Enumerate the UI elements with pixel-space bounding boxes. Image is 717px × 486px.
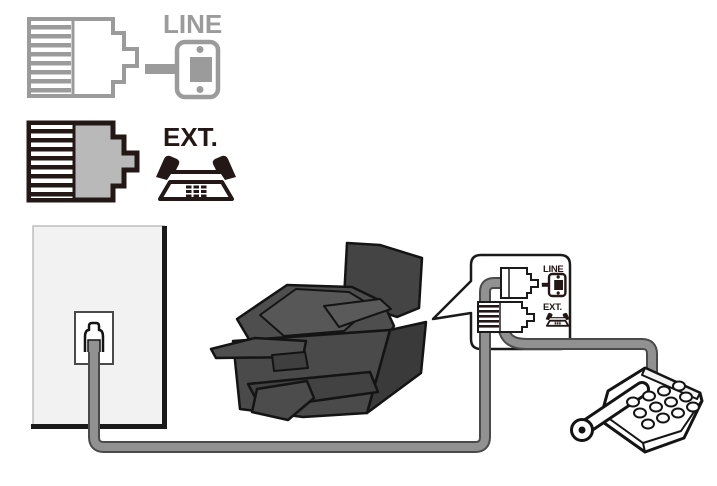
wall-jack-icon <box>541 272 567 298</box>
callout-line-port: LINE <box>500 264 567 299</box>
legend-line: LINE <box>27 9 222 100</box>
telephone-handset <box>570 381 650 442</box>
rj11-plug-icon <box>26 120 140 203</box>
line-port-plug <box>500 267 539 299</box>
legend-ext: EXT. <box>26 120 236 203</box>
plug-contact-stripes <box>479 305 499 328</box>
keypad <box>186 185 207 198</box>
ext-label: EXT. <box>163 122 218 152</box>
rj11-plug-icon <box>27 17 139 98</box>
line-label: LINE <box>163 9 222 39</box>
telephone-icon <box>545 312 570 327</box>
callout-line-label: LINE <box>543 264 563 275</box>
ext-port-plug <box>477 301 535 333</box>
plug-contact-stripes <box>31 129 73 197</box>
printer-paper-support <box>323 298 392 328</box>
telephone-keypad <box>626 380 700 430</box>
wall-jack-plug <box>83 321 105 352</box>
callout-ext-label: EXT. <box>543 302 562 313</box>
printer-illustration <box>209 241 428 422</box>
callout-ext-port: EXT. <box>477 301 570 333</box>
telephone-icon <box>156 155 236 201</box>
plug-contact-stripes <box>31 25 71 93</box>
printer-panel <box>271 351 309 372</box>
wall-jack-icon <box>145 39 221 100</box>
printer-output-flap <box>250 379 316 422</box>
desk-telephone <box>570 366 704 454</box>
phone-line-cable <box>88 277 506 453</box>
printer-output-tray <box>209 336 308 360</box>
